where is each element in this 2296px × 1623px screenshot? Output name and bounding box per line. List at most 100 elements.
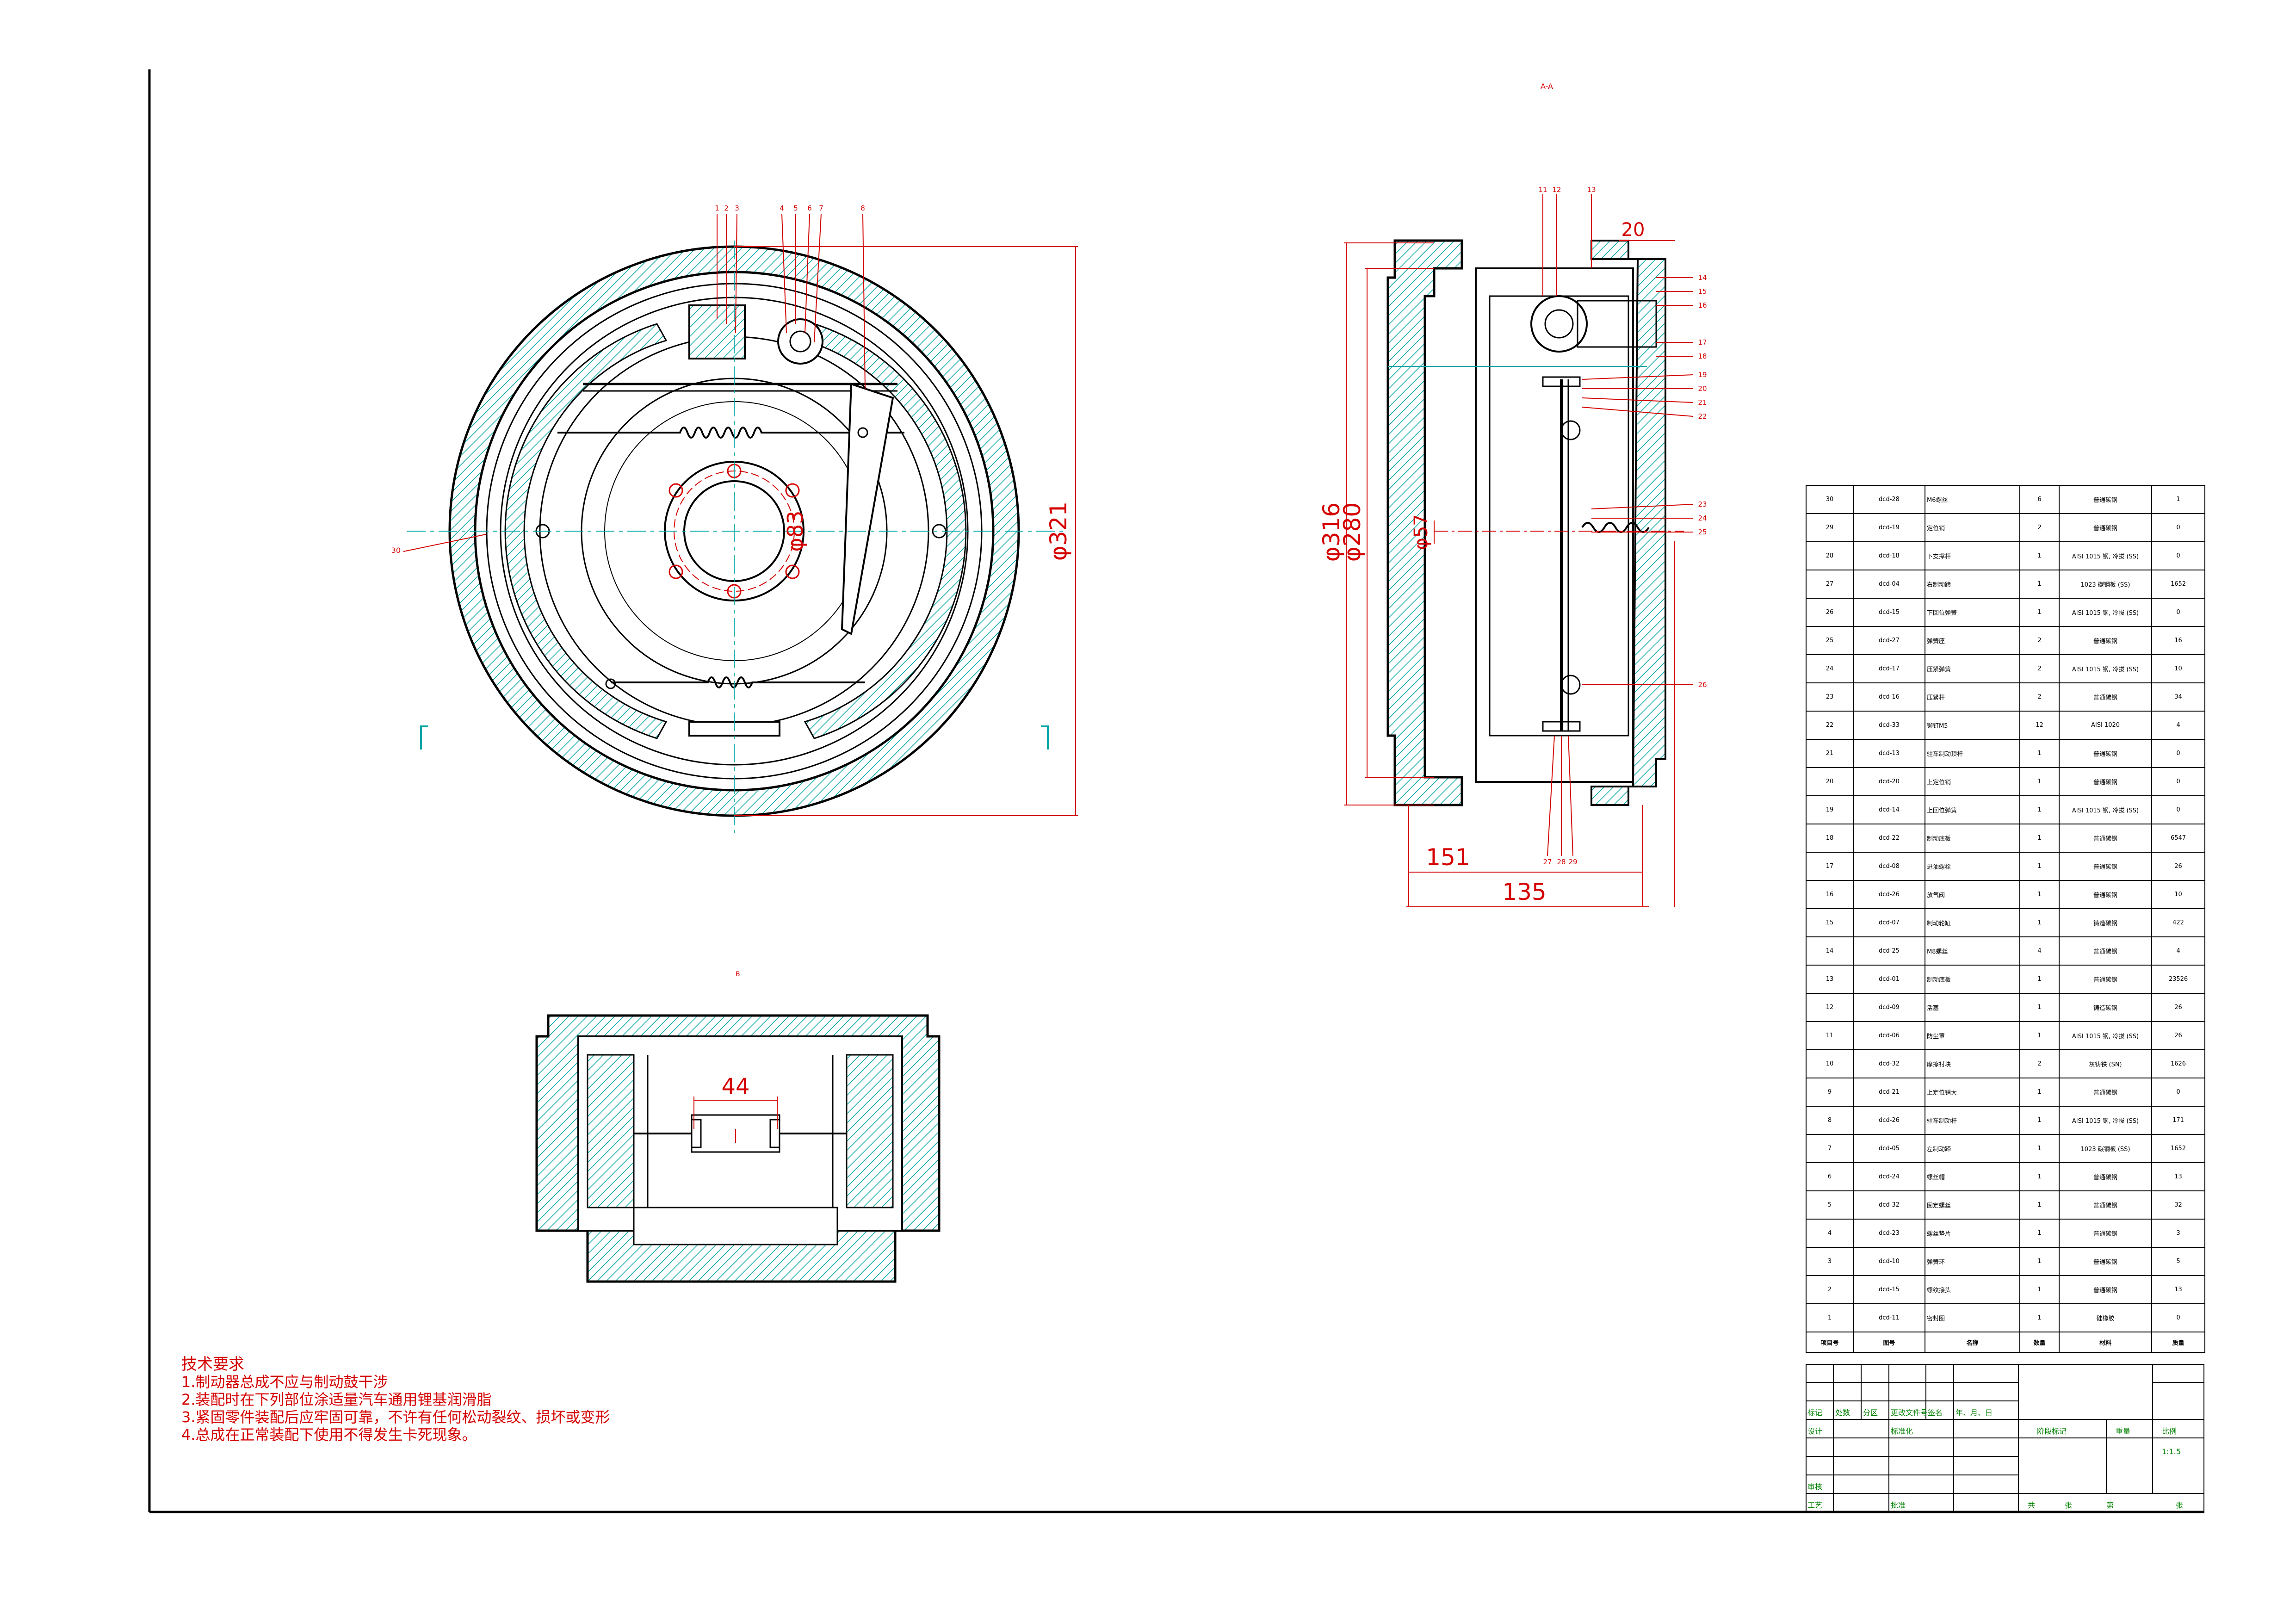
bom-cell: 13 [2151, 1275, 2205, 1304]
bom-cell: 2 [1806, 1275, 1854, 1304]
tb-date: 年、月、日 [1956, 1408, 1993, 1417]
bom-cell: 0 [2151, 739, 2205, 768]
tb-sheets: 张 [2065, 1501, 2073, 1510]
bom-cell: 上回位弹簧 [1925, 795, 2020, 824]
bom-cell: dcd-26 [1853, 880, 1925, 909]
bom-cell: 左制动蹄 [1925, 1134, 2020, 1163]
bom-cell: 422 [2151, 908, 2205, 937]
bom-cell: 17 [1806, 852, 1854, 881]
bom-cell: 放气阀 [1925, 880, 2020, 909]
tb-sign: 签名 [1928, 1408, 1943, 1417]
bom-cell: AISI 1015 钢, 冷拔 (SS) [2059, 795, 2152, 824]
callout-label: 17 [1698, 338, 1707, 347]
bom-cell: 4 [2151, 936, 2205, 966]
callout-label: 25 [1698, 528, 1707, 536]
bom-cell: 固定螺丝 [1925, 1190, 2020, 1220]
bom-cell: dcd-10 [1853, 1247, 1925, 1276]
bom-cell: dcd-24 [1853, 1162, 1925, 1191]
bom-cell: dcd-18 [1853, 541, 1925, 570]
tb-mark: 标记 [1807, 1408, 1823, 1417]
bom-cell: 7 [1806, 1134, 1854, 1163]
bom-cell: 13 [1806, 965, 1854, 994]
bom-cell: 弹簧座 [1925, 626, 2020, 655]
bom-cell: dcd-32 [1853, 1049, 1925, 1078]
hold-down-spring [1581, 522, 1650, 533]
bom-cell: dcd-17 [1853, 654, 1925, 683]
bom-cell: 0 [2151, 598, 2205, 627]
bom-cell: 制动底板 [1925, 965, 2020, 994]
bom-header-cell: 质量 [2151, 1332, 2205, 1353]
bom-cell: 1 [2019, 541, 2060, 570]
left-brake-shoe [504, 323, 668, 739]
bom-cell: 1 [2019, 1078, 2060, 1107]
tb-count: 处数 [1835, 1408, 1850, 1417]
bom-cell: 普通碳钢 [2059, 965, 2152, 994]
bom-cell: 1023 碳钢板 (SS) [2059, 570, 2152, 599]
tb-change-doc: 更改文件号 [1891, 1408, 1928, 1417]
bom-cell: 19 [1806, 795, 1854, 824]
bom-cell: 16 [2151, 626, 2205, 655]
bom-cell: dcd-16 [1853, 682, 1925, 712]
bom-header-cell: 图号 [1853, 1332, 1925, 1353]
bom-cell: 14 [1806, 936, 1854, 966]
callout-label: 21 [1698, 398, 1707, 407]
bom-cell: 1 [2019, 1021, 2060, 1050]
callout-label: 12 [1552, 186, 1561, 194]
bom-cell: 普通碳钢 [2059, 626, 2152, 655]
bom-cell: 23 [1806, 682, 1854, 712]
bom-cell: dcd-22 [1853, 824, 1925, 853]
bom-cell: 1626 [2151, 1049, 2205, 1078]
bom-cell: 1 [2019, 908, 2060, 937]
bom-cell: 30 [1806, 485, 1854, 514]
bom-cell: 制动轮缸 [1925, 908, 2020, 937]
bom-cell: 6 [1806, 1162, 1854, 1191]
bom-cell: 2 [2019, 682, 2060, 712]
bom-cell: 26 [1806, 598, 1854, 627]
bom-cell: 20 [1806, 767, 1854, 796]
bom-cell: 4 [2019, 936, 2060, 966]
bom-cell: 普通碳钢 [2059, 682, 2152, 712]
callout-label: 18 [1698, 352, 1707, 360]
bom-cell: dcd-26 [1853, 1106, 1925, 1135]
bom-cell: 进油螺栓 [1925, 852, 2020, 881]
bom-header-cell: 名称 [1925, 1332, 2020, 1353]
callout-label: 5 [793, 204, 798, 212]
bom-cell: 1 [2019, 570, 2060, 599]
bom-cell: 1 [2019, 1275, 2060, 1304]
bom-cell: 普通碳钢 [2059, 852, 2152, 881]
bom-cell: 硅橡胶 [2059, 1303, 2152, 1332]
callout-label: 15 [1698, 287, 1707, 296]
callout-label: 6 [807, 204, 812, 212]
dim-44: 44 [721, 1074, 749, 1100]
bom-cell: 防尘罩 [1925, 1021, 2020, 1050]
section-wheel-cylinder [1530, 295, 1588, 353]
section-label-aa: A-A [1541, 82, 1553, 91]
bom-cell: 活塞 [1925, 993, 2020, 1022]
callout-label: 29 [1568, 858, 1577, 866]
bom-cell: AISI 1015 钢, 冷拔 (SS) [2059, 654, 2152, 683]
bom-cell: 12 [2019, 711, 2060, 740]
bom-cell: 铆钉M5 [1925, 711, 2020, 740]
bom-cell: 螺纹接头 [1925, 1275, 2020, 1304]
bom-cell: 24 [1806, 654, 1854, 683]
tech-item: 3.紧固零件装配后应牢固可靠，不许有任何松动裂纹、损坏或变形 [181, 1408, 610, 1426]
bom-cell: 1 [2019, 965, 2060, 994]
bom-cell: dcd-27 [1853, 626, 1925, 655]
bom-cell: 1 [2019, 598, 2060, 627]
bottom-view-label: B [736, 971, 740, 978]
bom-cell: 驻车制动顶杆 [1925, 739, 2020, 768]
callout-label: 14 [1698, 273, 1707, 282]
drum-section [1386, 239, 1463, 806]
bom-cell: dcd-15 [1853, 1275, 1925, 1304]
bom-cell: dcd-01 [1853, 965, 1925, 994]
